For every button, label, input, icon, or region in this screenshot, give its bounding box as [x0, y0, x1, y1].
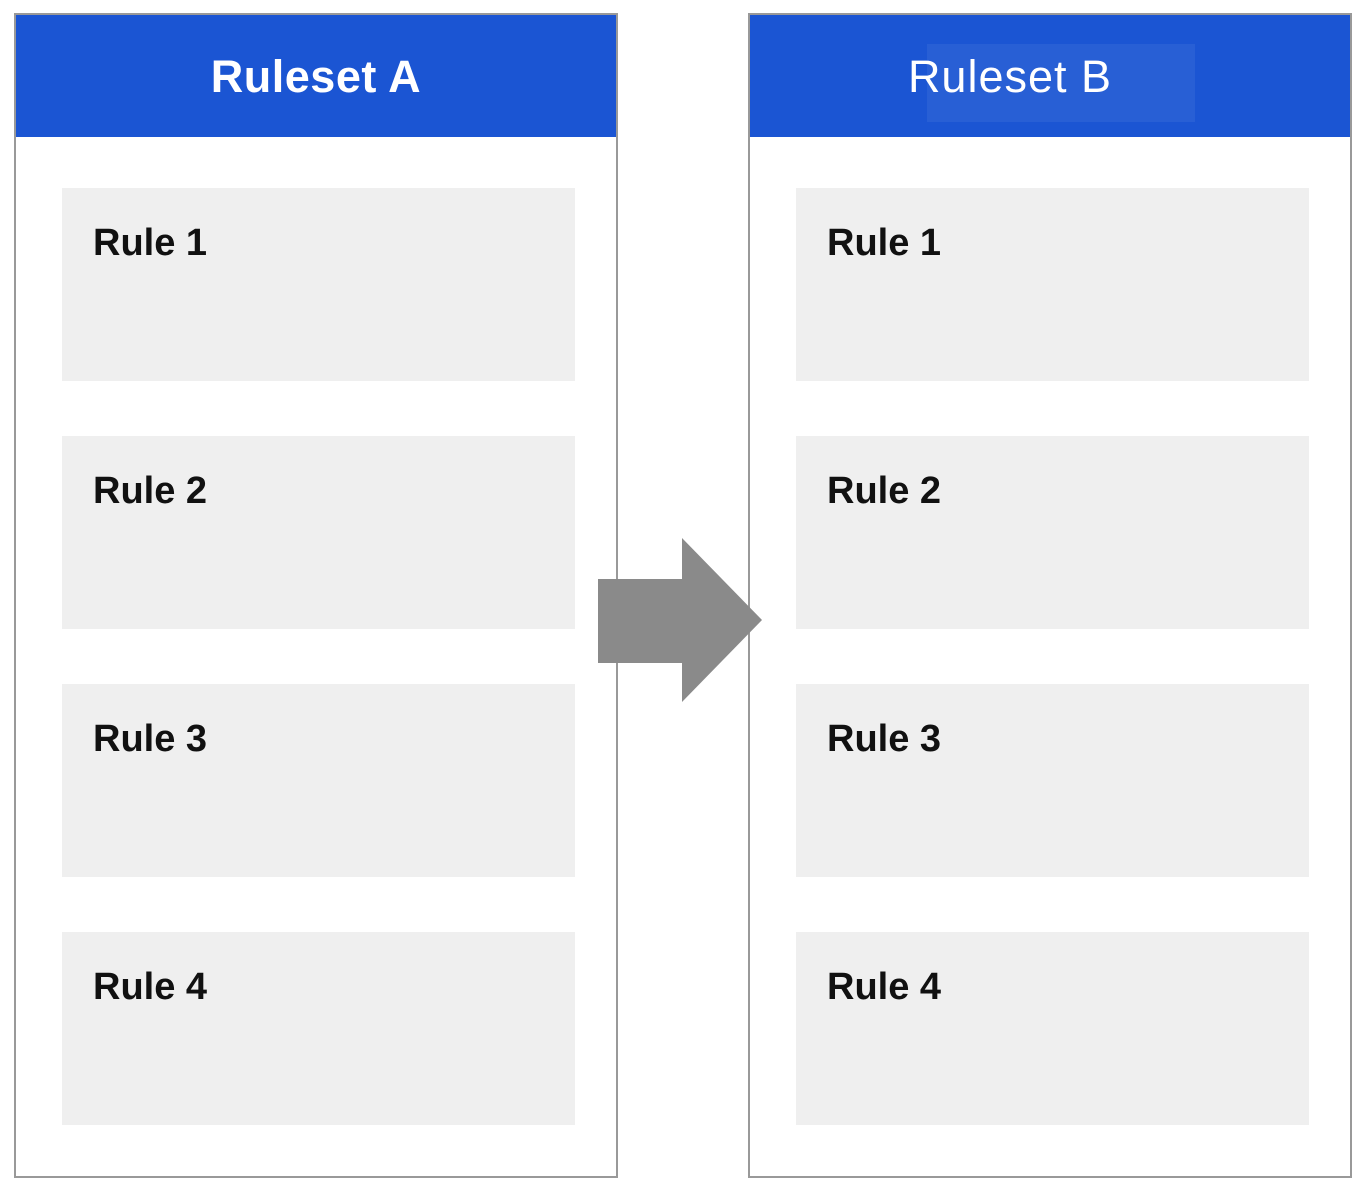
rule-box: Rule 2: [62, 436, 575, 629]
rule-box: Rule 2: [796, 436, 1309, 629]
right-arrow-shape: [598, 538, 762, 702]
rule-label: Rule 1: [93, 222, 208, 264]
ruleset-b-panel: Ruleset B Rule 1 Rule 2 Rule 3 Rule 4: [748, 13, 1352, 1178]
right-arrow-icon: [596, 536, 764, 704]
rule-box: Rule 3: [796, 684, 1309, 877]
ruleset-a-panel: Ruleset A Rule 1 Rule 2 Rule 3 Rule 4: [14, 13, 618, 1178]
ruleset-a-header: Ruleset A: [16, 15, 616, 137]
rule-label: Rule 2: [93, 470, 208, 512]
ruleset-b-header: Ruleset B: [750, 15, 1350, 137]
rule-box: Rule 4: [62, 932, 575, 1125]
ruleset-a-rules-area: Rule 1 Rule 2 Rule 3 Rule 4: [16, 137, 616, 1125]
ruleset-b-rules-area: Rule 1 Rule 2 Rule 3 Rule 4: [750, 137, 1350, 1125]
rule-label: Rule 2: [827, 470, 942, 512]
rule-label: Rule 3: [93, 718, 208, 760]
rule-label: Rule 4: [93, 966, 208, 1008]
rule-box: Rule 1: [796, 188, 1309, 381]
ruleset-a-title: Ruleset A: [210, 50, 422, 102]
ruleset-b-title: Ruleset B: [907, 50, 1113, 102]
rule-label: Rule 1: [827, 222, 942, 264]
ruleset-b-title-highlight: [927, 44, 1195, 122]
rule-box: Rule 1: [62, 188, 575, 381]
rule-box: Rule 4: [796, 932, 1309, 1125]
rule-label: Rule 3: [827, 718, 942, 760]
rule-box: Rule 3: [62, 684, 575, 877]
rule-label: Rule 4: [827, 966, 942, 1008]
